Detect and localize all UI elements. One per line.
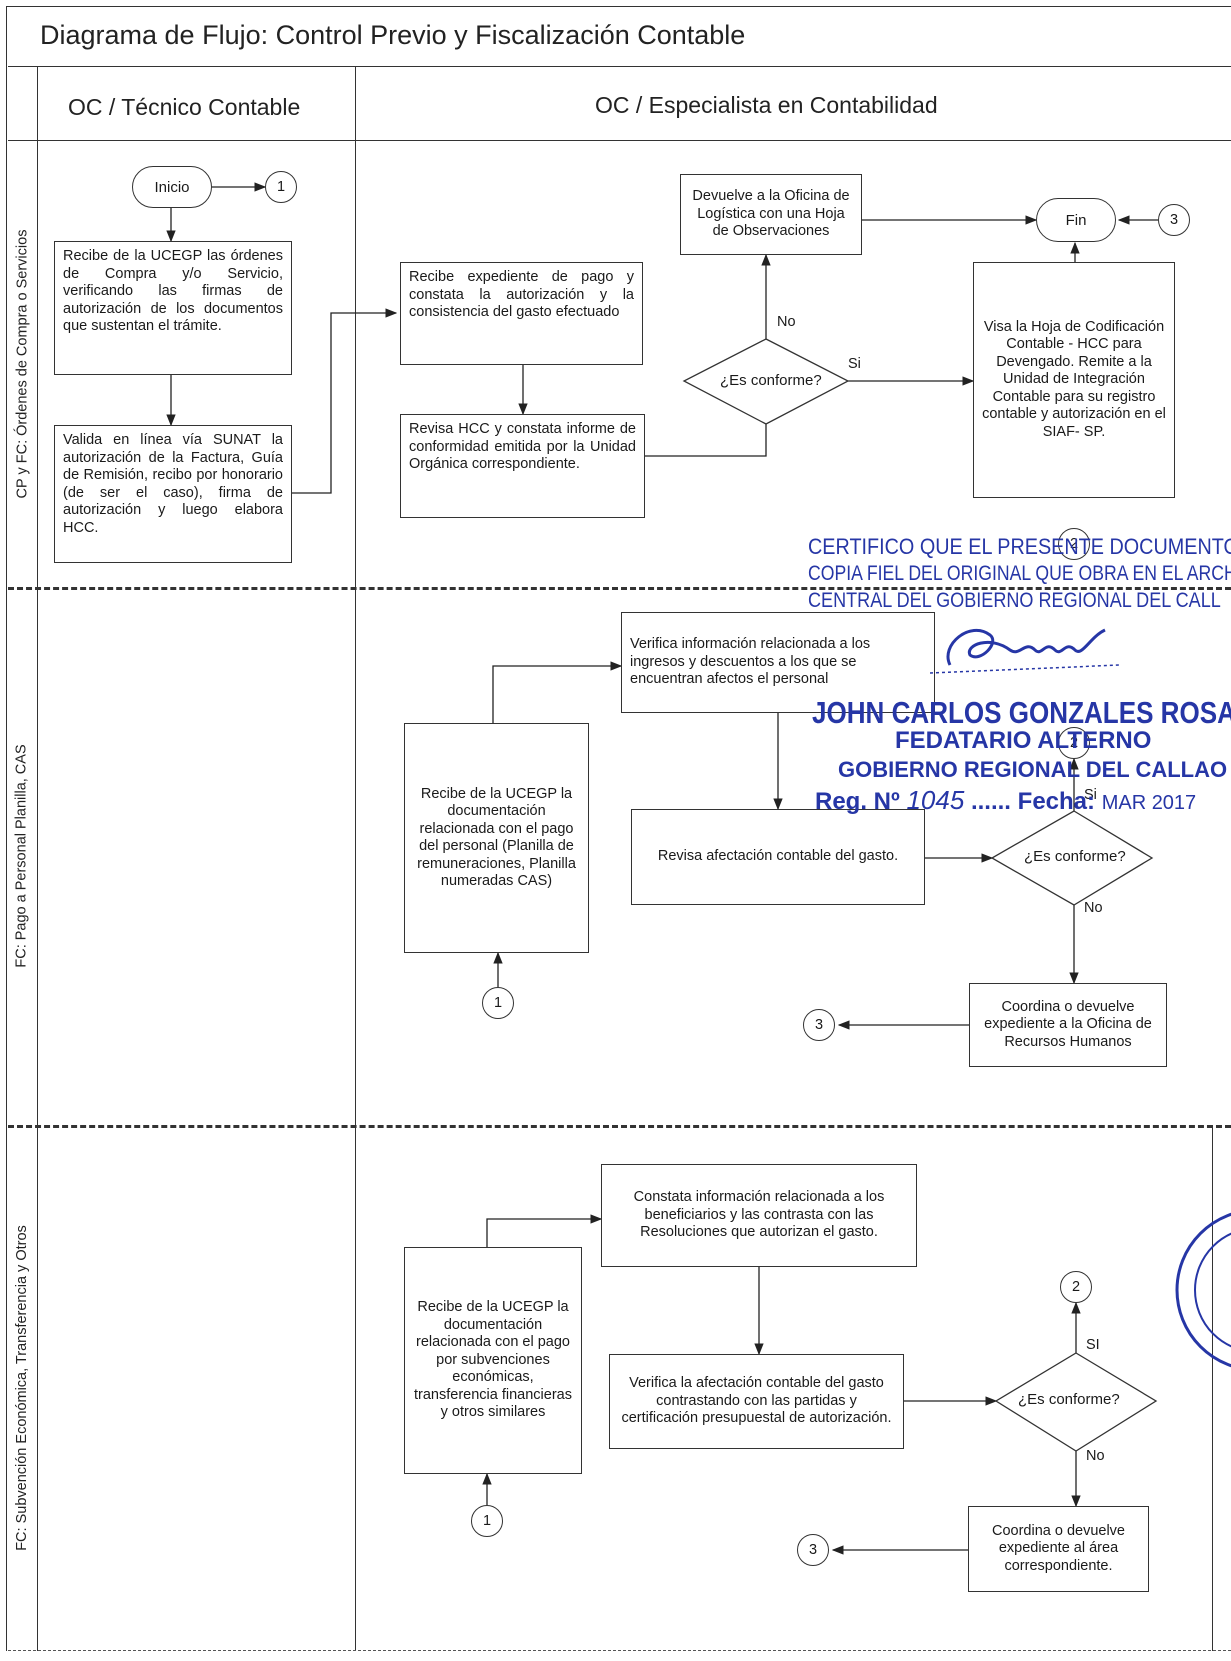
connector-3-section3: 3	[797, 1534, 829, 1566]
connector-3-section2: 3	[803, 1009, 835, 1041]
connector-1: 1	[265, 171, 297, 203]
date-label: Fecha:	[1017, 788, 1096, 815]
fedatario-name: JOHN CARLOS GONZALES ROSAS	[812, 695, 1231, 730]
decision-3-no-label: No	[1086, 1448, 1105, 1464]
receive-expediente-step: Recibe expediente de pago y constata la …	[400, 262, 643, 365]
connector-2-section2: 2	[1058, 727, 1090, 759]
decision-1-yes-label: Si	[848, 356, 861, 372]
reg-value: 1045	[906, 785, 965, 815]
verify-budget-step: Verifica la afectación contable del gast…	[609, 1354, 904, 1449]
review-hcc-step: Revisa HCC y constata informe de conform…	[400, 414, 645, 518]
fedatario-org: GOBIERNO REGIONAL DEL CALLAO	[838, 757, 1228, 782]
lane-header-especialista: OC / Especialista en Contabilidad	[595, 92, 938, 118]
bottom-divider	[8, 1650, 1231, 1651]
right-edge-divider	[1212, 1125, 1213, 1651]
certification-line-3: CENTRAL DEL GOBIERNO REGIONAL DEL CALL	[808, 589, 1221, 612]
decision-2-text: ¿Es conforme?	[1024, 848, 1126, 865]
swimlane-label-divider	[37, 66, 38, 1651]
validate-sunat-step: Valida en línea vía SUNAT la autorizació…	[54, 425, 292, 563]
certification-line-1: CERTIFICO QUE EL PRESENTE DOCUMENTO	[808, 534, 1231, 559]
diagram-frame	[6, 6, 1231, 1651]
decision-2-yes-label: Si	[1084, 787, 1097, 803]
reg-dots: ......	[970, 788, 1011, 815]
verify-beneficiaries-step: Constata información relacionada a los b…	[601, 1164, 917, 1267]
column-divider	[355, 66, 356, 1651]
regional-seal	[1175, 1212, 1231, 1368]
receive-payroll-step: Recibe de la UCEGP la documentación rela…	[404, 723, 589, 953]
fedatario-role: FEDATARIO ALTERNO	[895, 727, 1152, 754]
decision-2-no-label: No	[1084, 900, 1103, 916]
certification-line-2: COPIA FIEL DEL ORIGINAL QUE OBRA EN EL A…	[808, 562, 1231, 585]
lane-header-tecnico: OC / Técnico Contable	[68, 94, 301, 120]
visa-hcc-step: Visa la Hoja de Codificación Contable - …	[973, 262, 1175, 498]
section-divider-1	[8, 587, 1231, 590]
title-divider	[8, 66, 1231, 67]
receive-subsidy-step: Recibe de la UCEGP la documentación rela…	[404, 1247, 582, 1474]
verify-income-step: Verifica información relacionada a los i…	[621, 612, 935, 713]
diagram-title: Diagrama de Flujo: Control Previo y Fisc…	[40, 20, 746, 50]
receive-orders-step: Recibe de la UCEGP las órdenes de Compra…	[54, 241, 292, 375]
return-hr-step: Coordina o devuelve expediente a la Ofic…	[969, 983, 1167, 1067]
decision-3-yes-label: SI	[1086, 1337, 1100, 1353]
connector-1-section3: 1	[471, 1505, 503, 1537]
date-value: MAR 2017	[1101, 792, 1197, 814]
decision-1-text: ¿Es conforme?	[720, 372, 822, 389]
return-logistics-step: Devuelve a la Oficina de Logística con u…	[680, 174, 862, 255]
end-terminal: Fin	[1036, 198, 1116, 242]
connector-3-end: 3	[1158, 204, 1190, 236]
connector-2-section1: 2	[1058, 528, 1090, 560]
section-divider-2	[8, 1125, 1231, 1128]
reg-label: Reg. Nº	[815, 788, 900, 815]
handwritten-signature	[930, 628, 1121, 674]
connector-1-section2: 1	[482, 987, 514, 1019]
return-area-step: Coordina o devuelve expediente al área c…	[968, 1506, 1149, 1592]
registration-row: Reg. Nº 1045 ...... Fecha: MAR 2017	[815, 785, 1196, 816]
decision-3-text: ¿Es conforme?	[1018, 1391, 1120, 1408]
review-accounting-step: Revisa afectación contable del gasto.	[631, 809, 925, 905]
connector-2-section3: 2	[1060, 1271, 1092, 1303]
decision-1-no-label: No	[777, 314, 796, 330]
header-divider	[8, 140, 1231, 141]
start-terminal: Inicio	[132, 166, 212, 208]
